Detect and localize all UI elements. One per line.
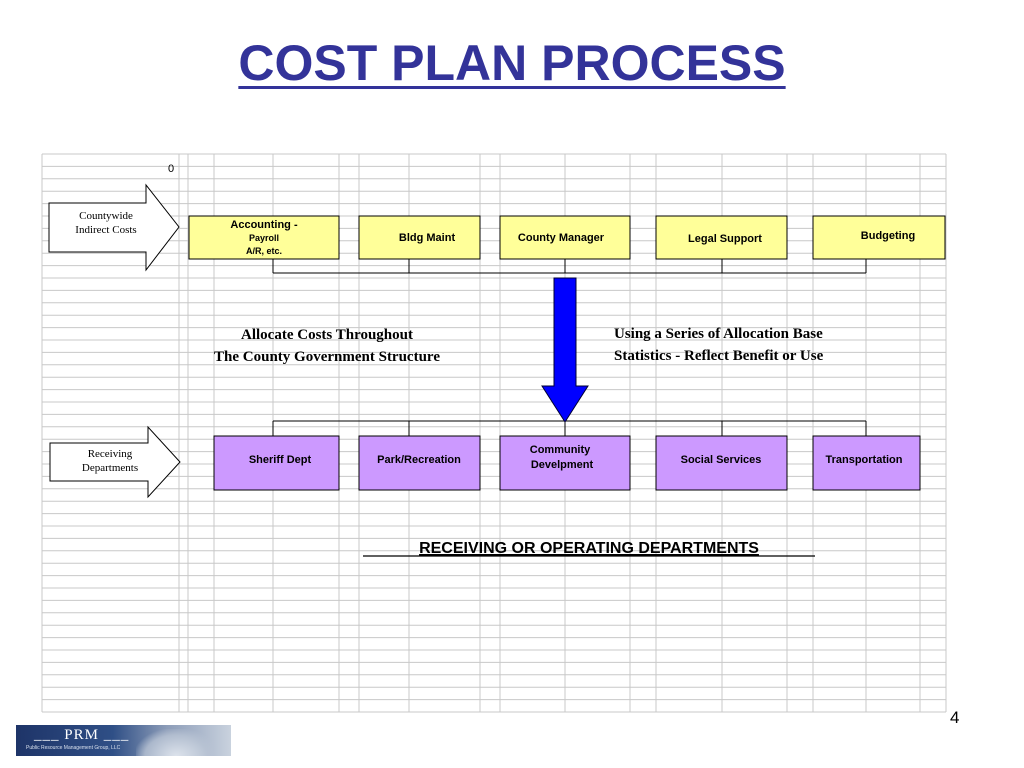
cost-center-label: A/R, etc. xyxy=(246,246,282,256)
allocation-down-arrow xyxy=(541,277,589,423)
cost-center-label: Budgeting xyxy=(861,230,915,242)
logo-name-text: PRM xyxy=(64,727,99,743)
logo-name: ___ PRM ___ xyxy=(34,727,130,743)
cell-value: 0 xyxy=(168,163,174,175)
cost-center-label: Bldg Maint xyxy=(399,232,456,244)
capitol-dome-graphic xyxy=(136,729,216,756)
cost-center-box-budgeting: Budgeting xyxy=(812,215,946,260)
department-box-transportation: Transportation xyxy=(812,435,921,491)
page-number: 4 xyxy=(950,708,960,727)
cost-center-box-legal-support: Legal Support xyxy=(655,215,788,260)
department-box-sheriff: Sheriff Dept xyxy=(213,435,340,491)
cost-center-connectors xyxy=(272,259,867,274)
slide-title-text: COST PLAN PROCESS xyxy=(238,35,786,91)
logo-tagline: Public Resource Management Group, LLC xyxy=(26,745,121,751)
allocation-base-note: Using a Series of Allocation Base Statis… xyxy=(614,326,824,364)
department-label: Community xyxy=(530,444,591,456)
cost-center-label: Accounting - xyxy=(230,219,298,231)
department-label: Develpment xyxy=(531,459,594,471)
receiving-departments-arrow: Receiving Departments xyxy=(49,425,181,499)
allocate-note-line2: The County Government Structure xyxy=(214,349,440,365)
cost-center-box-county-manager: County Manager xyxy=(499,215,631,260)
allocation-note-line1: Using a Series of Allocation Base xyxy=(614,326,823,342)
cost-center-box-bldg-maint: Bldg Maint xyxy=(358,215,481,260)
countywide-indirect-costs-arrow: Countywide Indirect Costs xyxy=(48,183,180,272)
cost-center-label: County Manager xyxy=(518,232,605,244)
department-label: Sheriff Dept xyxy=(249,454,312,466)
department-label: Social Services xyxy=(681,454,762,466)
allocate-note-line1: Allocate Costs Throughout xyxy=(241,327,413,343)
department-box-community-development: Community Develpment xyxy=(499,435,631,491)
receiving-departments-heading: RECEIVING OR OPERATING DEPARTMENTS xyxy=(419,540,759,557)
department-label: Transportation xyxy=(825,454,902,466)
department-box-park-recreation: Park/Recreation xyxy=(358,435,481,491)
department-box-social-services: Social Services xyxy=(655,435,788,491)
prm-logo: ___ PRM ___ Public Resource Management G… xyxy=(16,725,231,756)
allocate-costs-note: Allocate Costs Throughout The County Gov… xyxy=(214,327,440,365)
department-label: Park/Recreation xyxy=(377,454,461,466)
cost-center-label: Legal Support xyxy=(688,233,762,245)
allocation-note-line2: Statistics - Reflect Benefit or Use xyxy=(614,348,824,364)
receiving-arrow-line1: Receiving xyxy=(88,448,133,460)
cost-center-box-accounting: Accounting - Payroll A/R, etc. xyxy=(188,215,340,260)
spreadsheet-grid xyxy=(41,153,947,713)
countywide-arrow-line2: Indirect Costs xyxy=(75,224,136,236)
receiving-arrow-line2: Departments xyxy=(82,462,138,474)
slide-title: COST PLAN PROCESS xyxy=(0,34,1024,92)
cost-center-label: Payroll xyxy=(249,233,279,243)
receiving-connectors xyxy=(272,420,867,436)
countywide-arrow-line1: Countywide xyxy=(79,210,133,222)
